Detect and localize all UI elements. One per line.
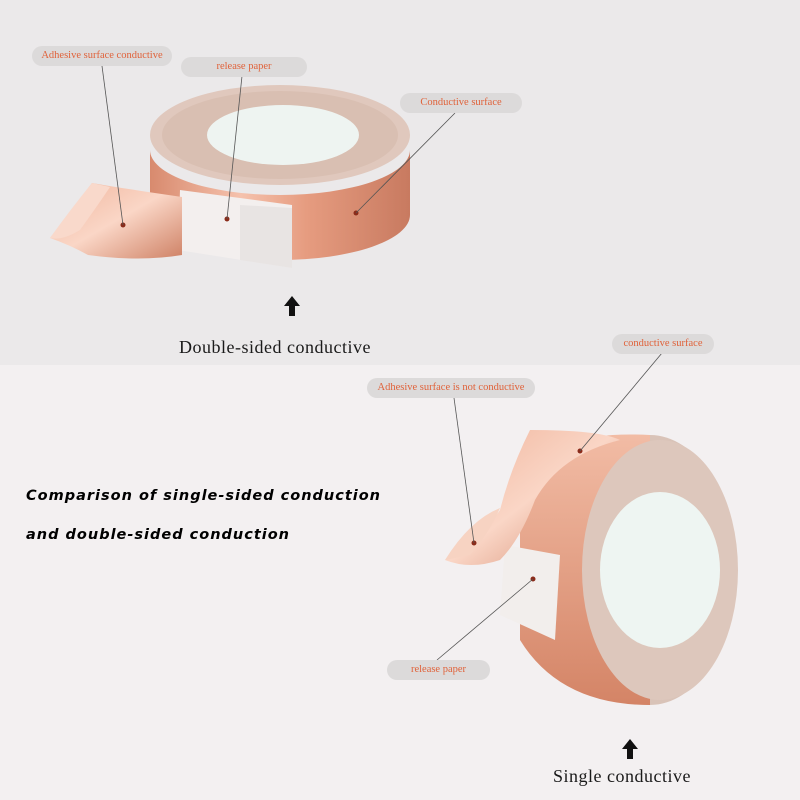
callout-conductive-surface-top: Conductive surface bbox=[400, 93, 522, 113]
caption-double-sided: Double-sided conductive bbox=[179, 337, 371, 357]
callout-release-paper-top: release paper bbox=[181, 57, 307, 77]
single-sided-tape-roll bbox=[436, 352, 738, 705]
headline-line-1: Comparison of single-sided conduction bbox=[26, 488, 382, 504]
callout-adhesive-not-conductive: Adhesive surface is not conductive bbox=[367, 378, 535, 398]
callout-conductive-surface-bottom: conductive surface bbox=[612, 334, 714, 354]
callout-adhesive-conductive: Adhesive surface conductive bbox=[32, 46, 172, 66]
caption-single-sided: Single conductive bbox=[553, 766, 691, 786]
up-arrow-icon bbox=[284, 296, 300, 316]
callout-release-paper-bottom: release paper bbox=[387, 660, 490, 680]
double-sided-tape-roll bbox=[50, 65, 456, 268]
headline-line-2: and double-sided conduction bbox=[26, 527, 291, 543]
up-arrow-icon bbox=[622, 739, 638, 759]
